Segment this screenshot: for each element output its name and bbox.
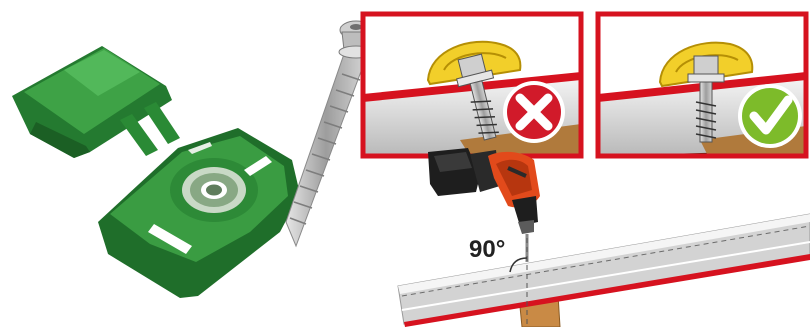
- roof-section: [398, 214, 810, 327]
- angle-label: 90°: [469, 236, 505, 264]
- cap-illustration: [12, 46, 300, 298]
- check-mark-icon: [738, 84, 802, 148]
- x-mark-icon: [503, 81, 565, 143]
- panel-correct: [598, 14, 806, 156]
- screw-illustration: [286, 21, 373, 246]
- panel-incorrect: [363, 14, 581, 156]
- cap-base: [98, 128, 300, 298]
